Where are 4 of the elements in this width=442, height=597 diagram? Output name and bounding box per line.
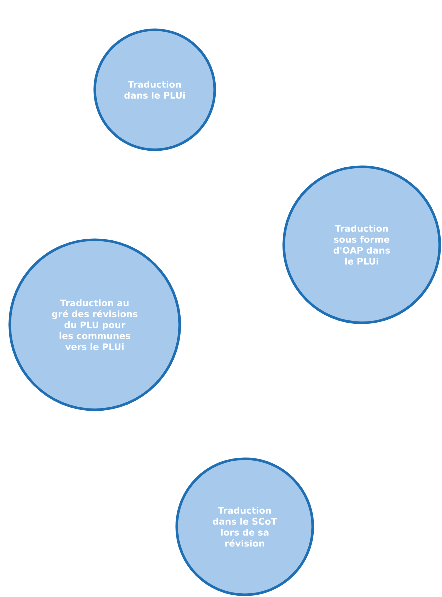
circle-node: Traduction dans le SCoT lors de sa révision	[176, 458, 314, 596]
circle-node: Traduction dans le PLUi	[94, 28, 216, 152]
circle-node: Traduction sous forme d'OAP dans le PLUi	[282, 166, 442, 324]
circle-node: Traduction au gré des révisions du PLU pour les communes vers le PLUi	[8, 238, 182, 412]
